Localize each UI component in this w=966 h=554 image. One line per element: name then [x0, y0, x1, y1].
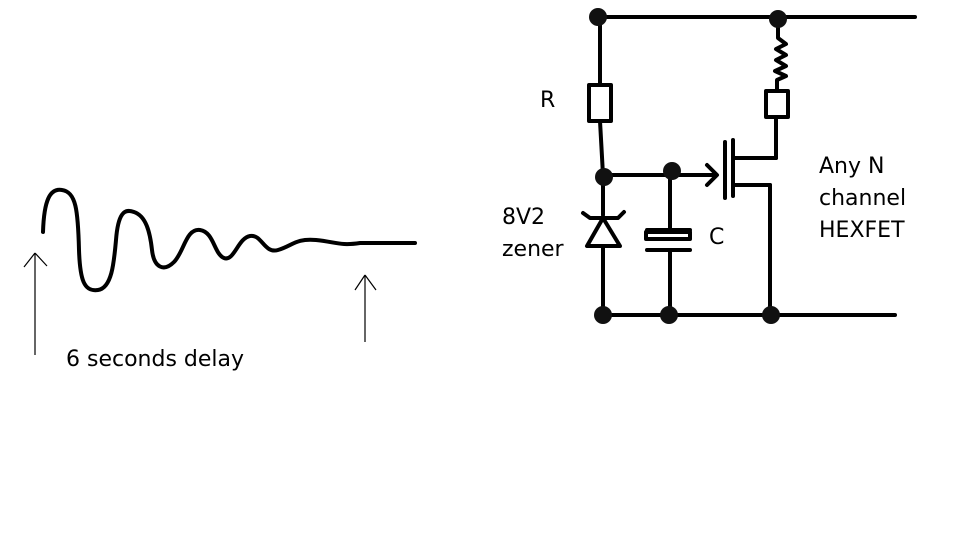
resistor-bottom-wire	[598, 119, 605, 177]
load-coil	[773, 15, 788, 93]
zener-diode	[581, 210, 626, 248]
zener-label: 8V2 zener	[502, 204, 564, 264]
delay-start-arrow	[23, 252, 48, 355]
mosfet-label-line-2: channel	[819, 186, 907, 211]
mosfet-label: Any N channel HEXFET	[819, 153, 906, 245]
waveform-trace	[41, 187, 417, 293]
resistor-r	[587, 83, 613, 123]
zener-label-line-2: zener	[502, 237, 564, 262]
zener-label-line-1: 8V2	[502, 205, 546, 230]
resistor-label: R	[540, 88, 556, 113]
mosfet-symbol	[723, 138, 778, 200]
delay-end-arrow	[354, 274, 377, 342]
mosfet-label-line-1: Any N	[819, 154, 885, 179]
capacitor-label: C	[709, 225, 725, 250]
drain-resistor	[764, 89, 790, 119]
gate-arrow	[705, 163, 719, 187]
junction-nodes	[589, 8, 787, 324]
capacitor-c	[644, 230, 692, 241]
delay-label: 6 seconds delay	[66, 347, 245, 372]
mosfet-label-line-3: HEXFET	[819, 218, 905, 243]
